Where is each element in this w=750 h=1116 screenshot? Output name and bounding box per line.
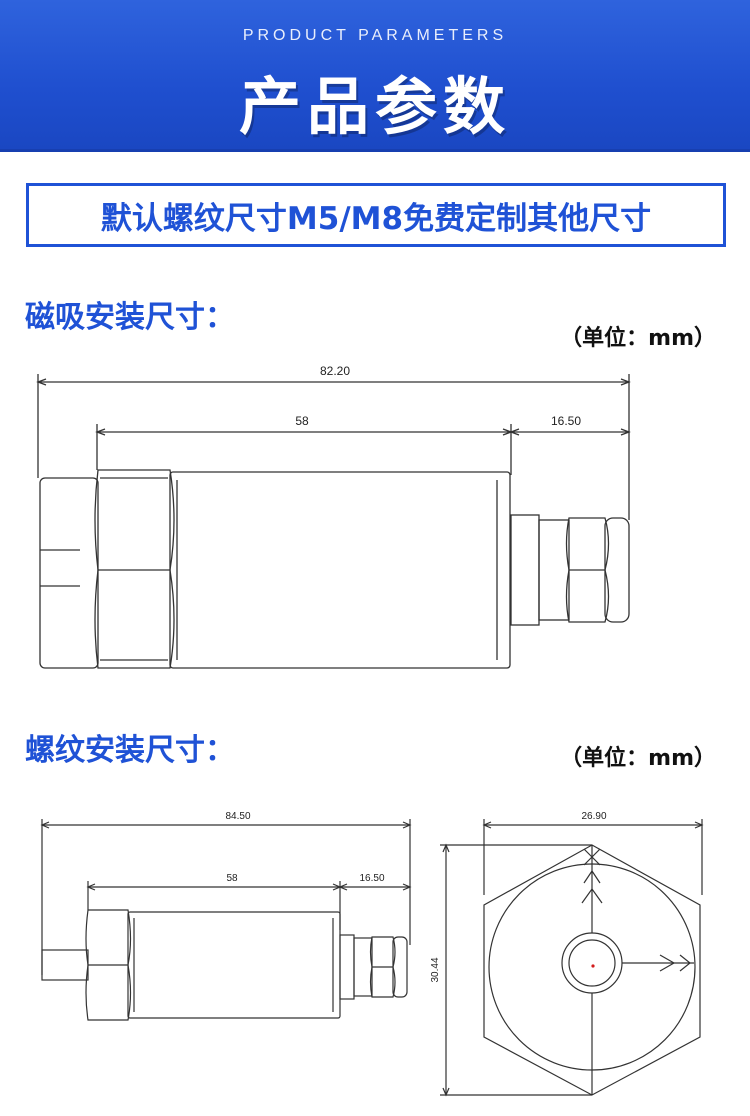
thread-unit-label: （单位：mm） [560, 746, 716, 771]
thread-side-dim-overall: 84.50 [225, 811, 250, 822]
thread-mount-end-drawing: 26.90 30.44 [430, 811, 704, 1097]
thread-side-dim-body: 58 [226, 873, 238, 884]
thread-end-dim-height: 30.44 [430, 957, 441, 982]
magnetic-mount-drawing: 82.20 58 16.50 [36, 364, 631, 669]
magnetic-dim-cable: 16.50 [551, 414, 581, 428]
thread-side-dim-cable: 16.50 [359, 873, 384, 884]
magnetic-dim-body: 58 [295, 414, 309, 428]
center-marker-icon [591, 964, 595, 968]
thread-size-banner: 默认螺纹尺寸M5/M8免费定制其他尺寸 [26, 183, 726, 247]
magnetic-section-title: 磁吸安装尺寸： [25, 300, 235, 335]
thread-end-dim-width: 26.90 [581, 811, 606, 822]
thread-mount-side-drawing: 84.50 58 16.50 [40, 811, 412, 1021]
header-banner: PRODUCT PARAMETERS 产品参数 [0, 0, 750, 152]
thread-section-title: 螺纹安装尺寸： [25, 733, 235, 768]
header-subtitle: PRODUCT PARAMETERS [242, 27, 508, 44]
magnetic-dim-overall: 82.20 [320, 364, 350, 378]
magnetic-unit-label: （单位：mm） [560, 326, 716, 351]
header-title: 产品参数 [238, 70, 511, 143]
